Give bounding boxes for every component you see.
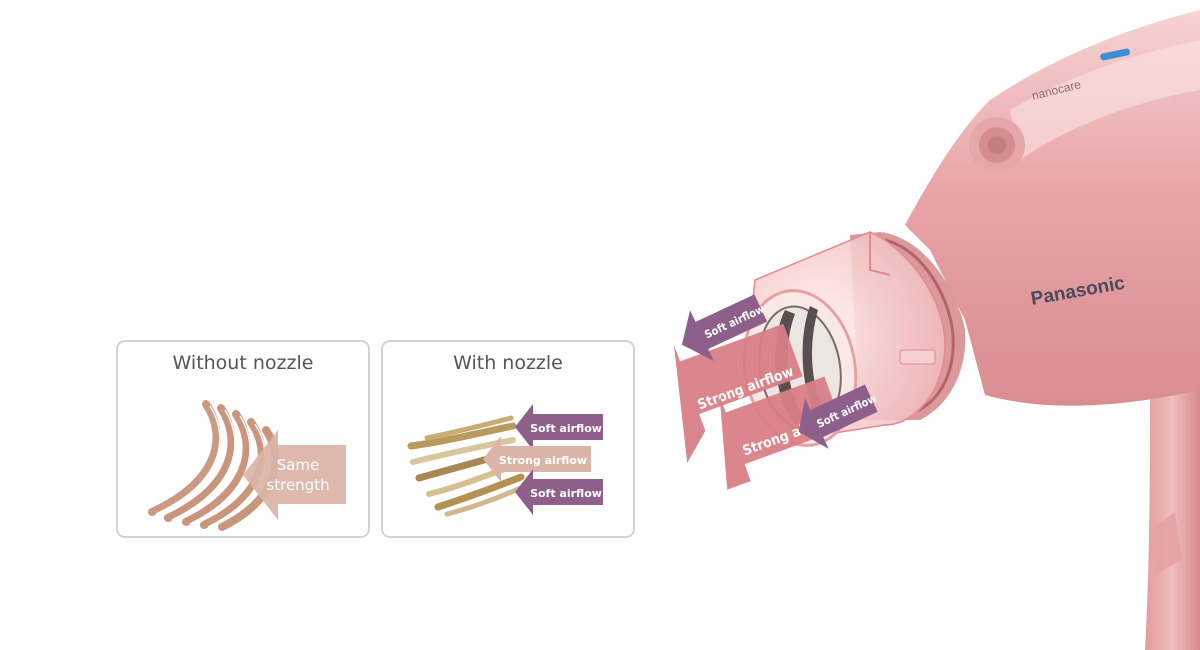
body-highlight: [1010, 40, 1200, 160]
panel-title-without: Without nozzle: [172, 352, 314, 374]
without-nozzle-diagram: Same strength: [148, 400, 346, 531]
same-strength-label-1: Same: [277, 456, 320, 474]
dryer-body: [905, 10, 1200, 406]
dryer-handle: [1145, 360, 1200, 650]
strong-airflow-arrow-2: [719, 376, 844, 490]
strong-airflow-label: Strong airflow: [499, 454, 587, 467]
soft-airflow-arrow-2: [515, 469, 603, 515]
same-strength-label-2: strength: [266, 476, 329, 494]
dryer-airflow-arrows: Strong airflow Strong airflow Soft airfl…: [673, 294, 879, 490]
with-nozzle-panel: With nozzle Soft airflow Strong airflow …: [381, 340, 635, 538]
panel-title-with: With nozzle: [453, 352, 563, 374]
same-strength-arrow: [243, 430, 346, 520]
strong-airflow-arrow: [483, 436, 591, 482]
soft-airflow-label-1: Soft airflow: [530, 422, 602, 435]
with-nozzle-diagram: Soft airflow Strong airflow Soft airflow: [407, 404, 603, 517]
soft-airflow-arrow-1: [515, 404, 603, 450]
indicator-light: [1100, 48, 1130, 61]
soft-airflow-label-2: Soft airflow: [530, 487, 602, 500]
soft-airflow-arrow-bottom: [798, 384, 878, 449]
soft-airflow-arrow-top: [681, 294, 768, 361]
handle-button: [1150, 512, 1182, 575]
without-nozzle-panel: Without nozzle Same strength: [116, 340, 370, 538]
strong-airflow-arrow-1: [673, 323, 803, 464]
